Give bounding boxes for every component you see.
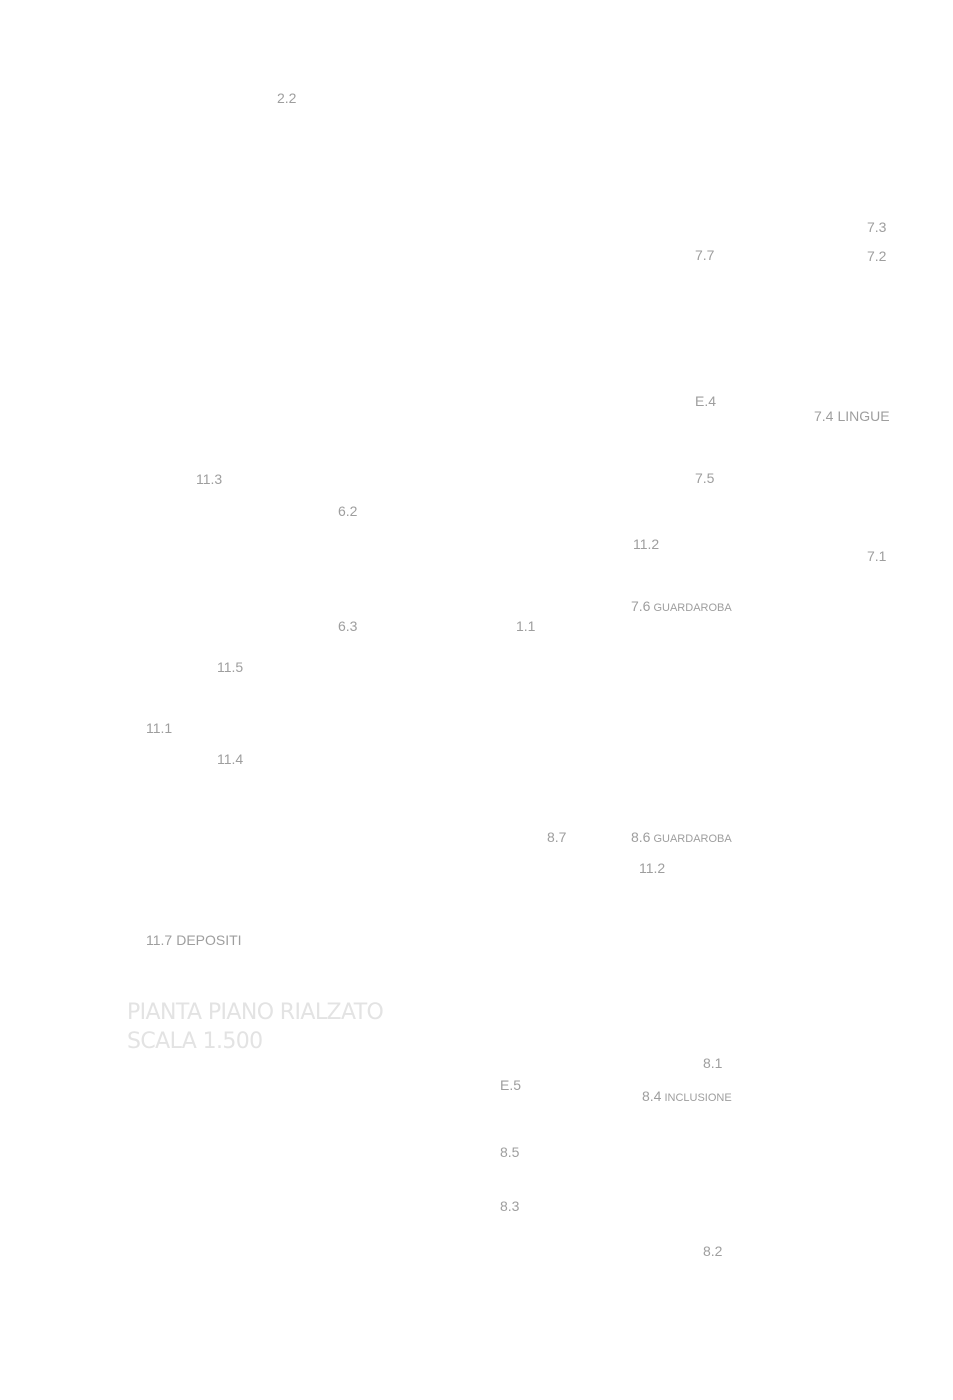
room-label-7-3: 7.3 (867, 219, 887, 235)
room-label-6-2: 6.2 (338, 503, 358, 519)
room-label-11-1: 11.1 (146, 720, 173, 736)
room-label-1-1: 1.1 (516, 618, 536, 634)
plan-title-block: PIANTA PIANO RIALZATO SCALA 1.500 (127, 998, 384, 1056)
room-label-8-1: 8.1 (703, 1055, 723, 1071)
room-label-7-2: 7.2 (867, 248, 887, 264)
room-label-2-2: 2.2 (277, 90, 297, 106)
room-label-11-2-upper: 11.2 (633, 536, 660, 552)
room-label-11-3: 11.3 (196, 471, 223, 487)
plan-scale: SCALA 1.500 (127, 1029, 263, 1054)
room-label-11-2-lower: 11.2 (639, 860, 666, 876)
room-label-7-5: 7.5 (695, 470, 715, 486)
room-label-e-4: E.4 (695, 393, 717, 409)
plan-title: PIANTA PIANO RIALZATO (127, 1000, 384, 1025)
room-label-8-2: 8.2 (703, 1243, 723, 1259)
room-label-8-5: 8.5 (500, 1144, 520, 1160)
room-label-6-3: 6.3 (338, 618, 358, 634)
room-label-11-4: 11.4 (217, 751, 244, 767)
room-label-8-7: 8.7 (547, 829, 567, 845)
room-label-8-3: 8.3 (500, 1198, 520, 1214)
room-label-7-1: 7.1 (867, 548, 887, 564)
room-label-11-5: 11.5 (217, 659, 244, 675)
room-label-e-5: E.5 (500, 1077, 522, 1093)
room-label-7-7: 7.7 (695, 247, 715, 263)
